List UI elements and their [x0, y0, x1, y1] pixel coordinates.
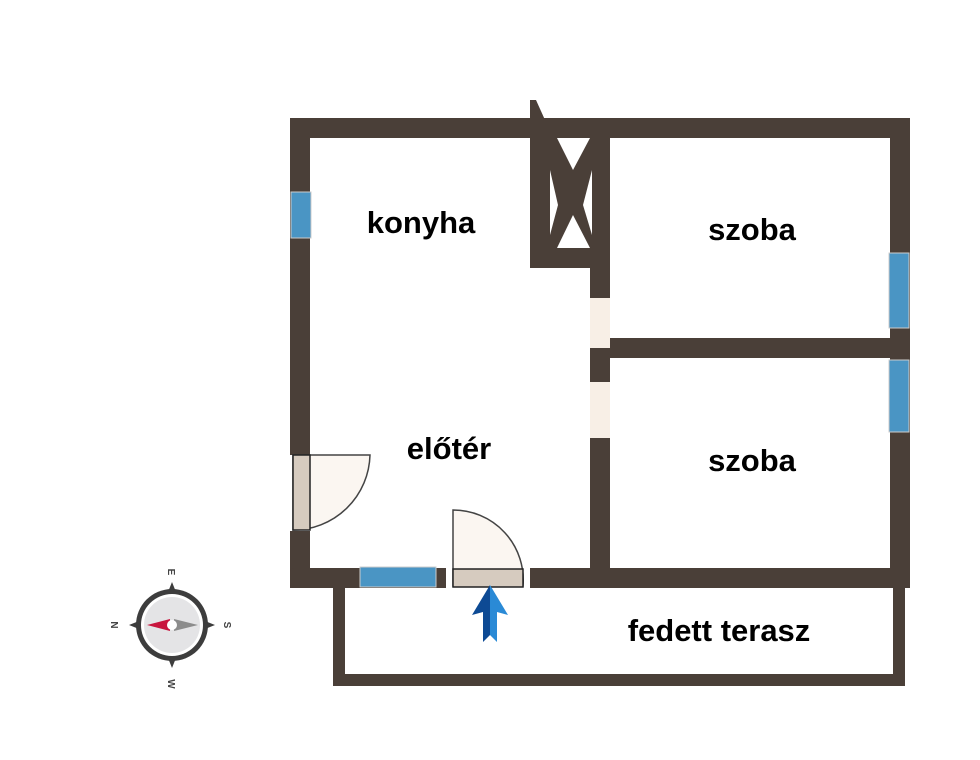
chimney-top [530, 100, 545, 120]
compass-east: E [165, 569, 176, 576]
compass-icon: E S W N [108, 569, 232, 690]
opening-top-room [590, 298, 610, 348]
compass-south: S [221, 622, 232, 629]
wall-bottom [290, 568, 910, 588]
wall-top [290, 118, 910, 138]
room-label-hall: előtér [407, 431, 491, 466]
opening-bottom-room [590, 382, 610, 438]
compass-west: W [165, 679, 176, 689]
room-label-room-bottom: szoba [708, 443, 797, 478]
entrance-door [446, 509, 530, 588]
room-label-terrace: fedett terasz [628, 613, 811, 648]
windows [290, 191, 910, 588]
window-right-top [888, 252, 910, 329]
window-left [290, 191, 312, 239]
window-bottom [359, 566, 437, 588]
chimney [530, 138, 610, 268]
wall-right [890, 118, 910, 588]
room-label-room-top: szoba [708, 212, 797, 247]
terrace-outline [333, 588, 905, 686]
compass-north: N [108, 621, 119, 628]
interior-openings [590, 298, 610, 438]
entrance-arrow-icon [472, 585, 508, 642]
door-left [290, 454, 371, 531]
room-label-kitchen: konyha [367, 205, 476, 240]
window-right-bottom [888, 359, 910, 433]
wall-between-rooms [610, 338, 890, 358]
